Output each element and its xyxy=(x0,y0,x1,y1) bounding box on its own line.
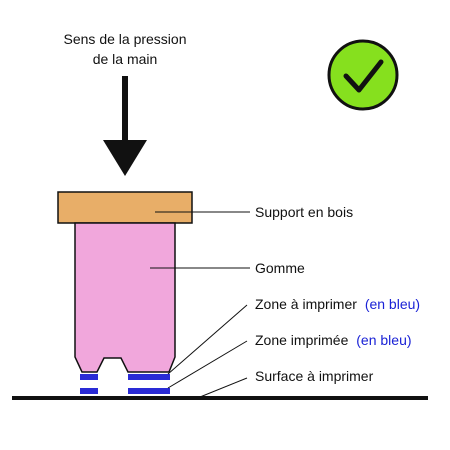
printed-zone-left xyxy=(80,388,98,394)
leader-line-print-zone xyxy=(167,304,248,375)
ink-zones xyxy=(80,374,170,394)
pressure-direction-line1: Sens de la pression xyxy=(64,31,187,47)
print-surface-label: Surface à imprimer xyxy=(255,368,374,384)
check-circle-icon xyxy=(327,39,399,111)
printed-zone-right xyxy=(128,388,170,394)
eraser-label: Gomme xyxy=(255,260,305,276)
printed-zone-label-note: (en bleu) xyxy=(356,332,411,348)
leader-line-print-surface xyxy=(199,377,248,398)
printed-zone-label-text: Zone imprimée xyxy=(255,332,349,348)
leader-lines xyxy=(150,211,250,398)
leader-line-printed-zone xyxy=(167,340,248,389)
print-zone-label: Zone à imprimer (en bleu) xyxy=(255,296,420,312)
print-surface xyxy=(12,396,428,400)
print-zone-left xyxy=(80,374,98,380)
pressure-direction-line2: de la main xyxy=(93,51,158,67)
wood-support xyxy=(57,191,193,224)
wood-support-label: Support en bois xyxy=(255,204,353,220)
eraser-body xyxy=(74,222,176,373)
print-zone-right xyxy=(128,374,170,380)
print-zone-label-text: Zone à imprimer xyxy=(255,296,357,312)
printed-zone-label: Zone imprimée (en bleu) xyxy=(255,332,412,348)
print-zone-label-note: (en bleu) xyxy=(365,296,420,312)
down-arrow-icon xyxy=(103,76,147,176)
